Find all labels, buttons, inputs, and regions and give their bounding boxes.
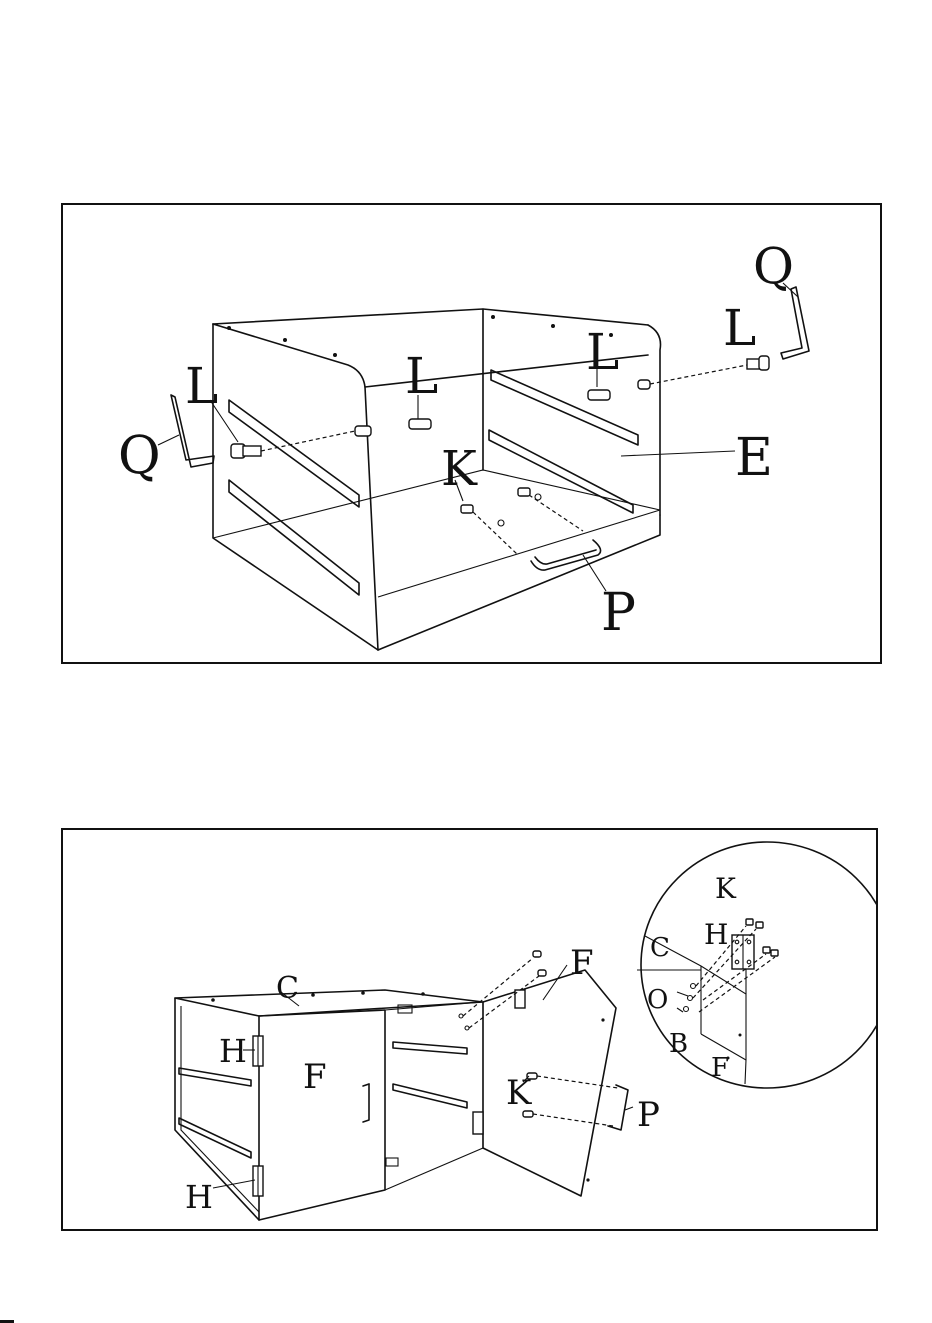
hex-wrench-q-right xyxy=(781,287,809,359)
left-bolt-l xyxy=(231,444,261,458)
label-q-right: Q xyxy=(753,237,794,295)
label-h-top: H xyxy=(219,1032,247,1070)
detail-label-h: H xyxy=(704,918,728,951)
figure-1-diagram: Q L L L L Q K E P xyxy=(63,205,880,662)
far-right-bolt-l xyxy=(747,356,769,370)
cabinet-frame-front xyxy=(175,990,483,1220)
handle-p xyxy=(608,1085,628,1130)
hinge-detail-callout: K H C O B F xyxy=(637,842,876,1088)
detail-label-b: B xyxy=(669,1029,688,1059)
label-k: K xyxy=(441,441,478,497)
label-p: P xyxy=(601,583,636,643)
figure-2-diagram: C F F H H K P xyxy=(63,830,876,1229)
open-door xyxy=(473,970,616,1196)
label-f-front: F xyxy=(303,1057,327,1097)
detail-label-k: K xyxy=(715,872,737,905)
label-p: P xyxy=(637,1095,660,1135)
label-l-right: L xyxy=(586,323,619,381)
label-l-far-right: L xyxy=(723,299,756,357)
label-l-center: L xyxy=(405,347,438,405)
detail-label-f: F xyxy=(711,1053,729,1083)
label-h-bottom: H xyxy=(185,1178,213,1216)
label-e: E xyxy=(735,428,773,488)
label-q-left: Q xyxy=(118,426,161,486)
front-door-handle xyxy=(363,1084,369,1122)
label-f-door: F xyxy=(570,943,594,983)
figure-2-panel: C F F H H K P xyxy=(61,828,878,1231)
detail-label-c: C xyxy=(650,933,670,963)
hinge-bottom xyxy=(253,1166,263,1196)
hinge-screws xyxy=(459,951,546,1030)
label-l-left: L xyxy=(185,357,218,415)
left-shelf-rails xyxy=(229,400,359,595)
figure-1-panel: Q L L L L Q K E P xyxy=(61,203,882,664)
label-c: C xyxy=(276,971,299,1006)
right-shelf-rails xyxy=(393,1042,467,1108)
right-shelf-rails xyxy=(489,370,638,513)
hinge-top xyxy=(253,1036,263,1066)
left-shelf-rails xyxy=(179,1068,251,1158)
label-k: K xyxy=(506,1073,532,1113)
detail-label-o: O xyxy=(647,985,668,1015)
